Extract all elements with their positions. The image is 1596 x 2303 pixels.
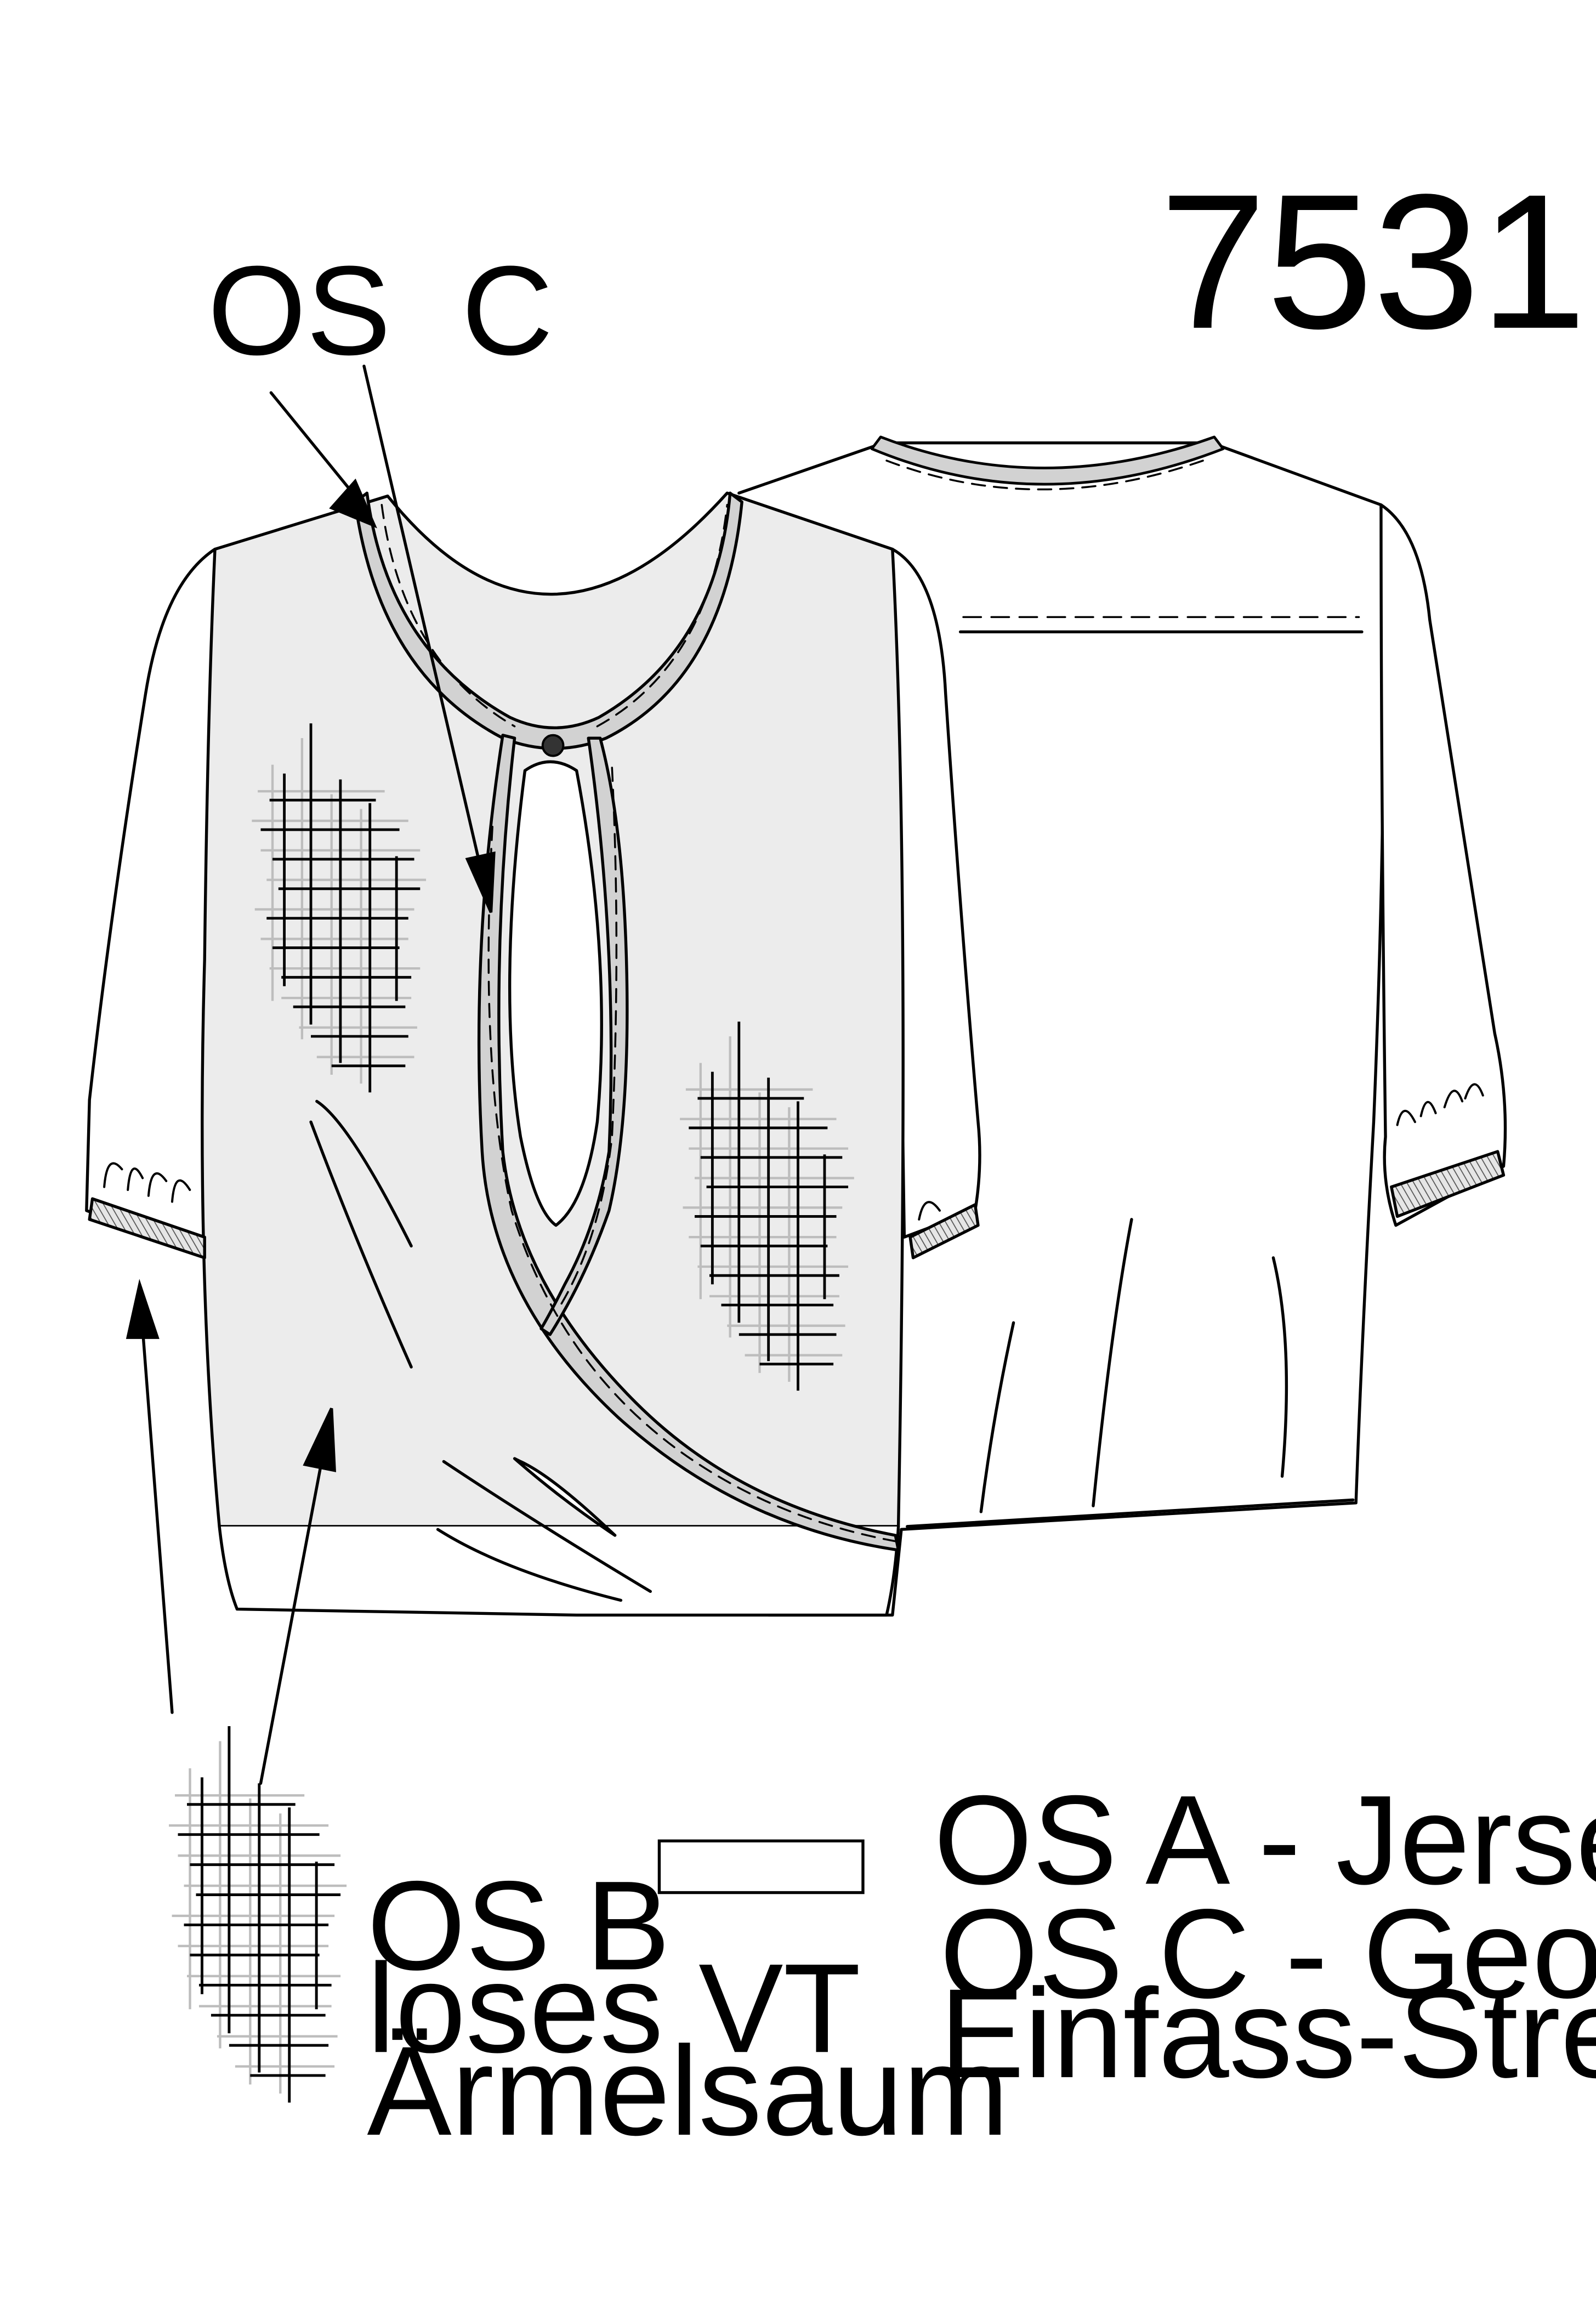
arrow-os-c-binding — [362, 365, 482, 870]
front-view — [85, 491, 981, 1617]
legend-jersey-swatch — [657, 1839, 865, 1894]
callout-os-b-line3: Ärmelsaum — [367, 2020, 1009, 2162]
callout-os-b-label: OS B — [367, 1855, 670, 1997]
callout-os-c-label: OS C — [208, 240, 553, 382]
model-number: 753120 — [1160, 155, 1596, 369]
callout-os-b-line2: loses VT — [367, 1937, 861, 2079]
grid-patch-swatch — [169, 1726, 347, 2103]
arrow-os-b-front — [259, 1454, 325, 1785]
legend-line-3: Einfass-Streifen — [940, 1962, 1596, 2105]
legend-line-1: OS A - Jersey — [934, 1769, 1596, 1911]
legend-line-2: OS C - Georgette — [940, 1883, 1596, 2025]
arrow-os-b-sleeve — [141, 1327, 174, 1714]
arrow-os-c-neck — [269, 391, 357, 498]
callout-arrows — [126, 365, 496, 1785]
